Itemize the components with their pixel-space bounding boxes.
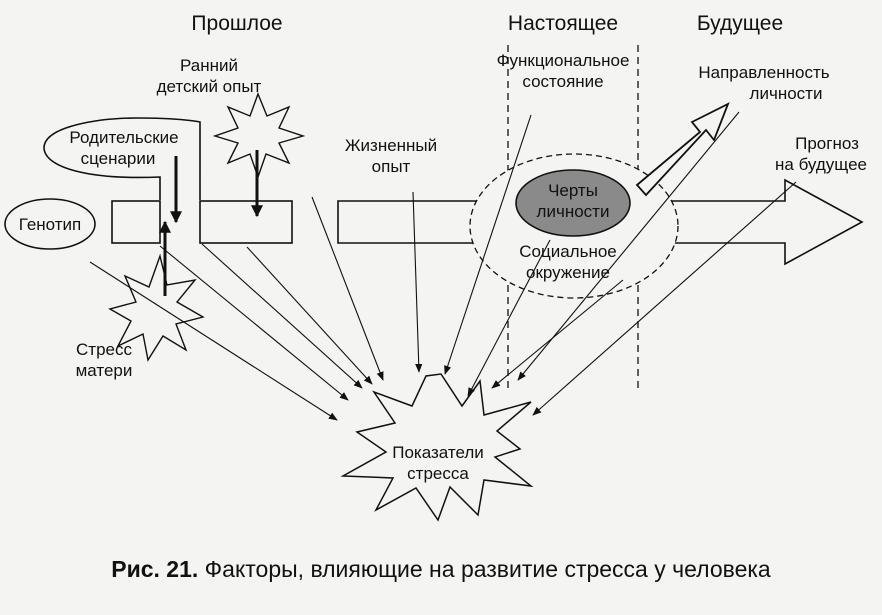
heading-future: Будущее [697,12,783,35]
arrow-from-box-1 [159,245,349,401]
genotype-ellipse [4,198,96,250]
arrow-from-box-2 [201,243,363,389]
figure-caption-text: Факторы, влияющие на развитие стресса у … [198,556,771,582]
parental-scripts-label-2: сценарии [81,149,156,168]
arrow-from-past-area [246,246,373,385]
personality-direction-arrow [635,102,730,197]
early-childhood-label-1: Ранний [180,56,238,75]
early-childhood-label-2: детский опыт [157,77,262,96]
future-forecast-label-1: Прогноз [795,134,859,153]
stress-indicators-burst [340,373,534,522]
figure-caption: Рис. 21. Факторы, влияющие на развитие с… [0,556,882,583]
timeline-box-2 [199,200,293,244]
convergence-arrows [89,111,797,421]
arrow-from-social-environment [491,279,624,389]
arrow-from-life-experience-a [311,196,384,381]
personality-direction-label-2: личности [750,84,823,103]
personality-traits-label-1: Черты [548,181,598,200]
parental-scripts-label-1: Родительские [69,128,178,147]
maternal-stress-burst [108,253,205,362]
future-forecast-label-2: на будущее [775,155,867,174]
personality-traits-ellipse [515,169,631,237]
personality-direction-label-1: Направленность [698,63,829,82]
stress-indicators-label-1: Показатели [392,443,484,462]
figure-caption-label: Рис. 21. [111,556,199,582]
early-childhood-burst [212,92,306,180]
stress-indicators-label-2: стресса [407,464,469,483]
social-environment-label-2: окружение [526,263,610,282]
arrow-from-personality-direction [517,111,740,381]
parental-scripts-balloon [43,117,201,200]
functional-state-label-1: Функциональное [497,51,630,70]
life-experience-label-1: Жизненный [345,136,437,155]
heading-past: Прошлое [191,12,282,35]
arrow-from-functional-state [444,114,532,375]
arrow-from-personality-traits [467,239,551,397]
genotype-label: Генотип [19,215,81,234]
arrow-from-life-experience-b [412,191,423,373]
timeline-box-1 [111,200,161,244]
maternal-stress-label-2: матери [76,361,133,380]
personality-traits-label-2: личности [537,202,610,221]
timeline-big-arrow [337,178,864,266]
life-experience-label-2: опыт [372,157,411,176]
heading-present: Настоящее [508,12,618,35]
maternal-stress-label-1: Стресс [76,340,132,359]
functional-state-label-2: состояние [522,72,603,91]
arrow-from-genotype [89,261,338,421]
social-environment-label-1: Социальное [519,242,617,261]
arrow-from-future-forecast [532,181,797,416]
stress-factors-diagram: Прошлое Настоящее Будущее Ранний детский… [4,12,867,522]
